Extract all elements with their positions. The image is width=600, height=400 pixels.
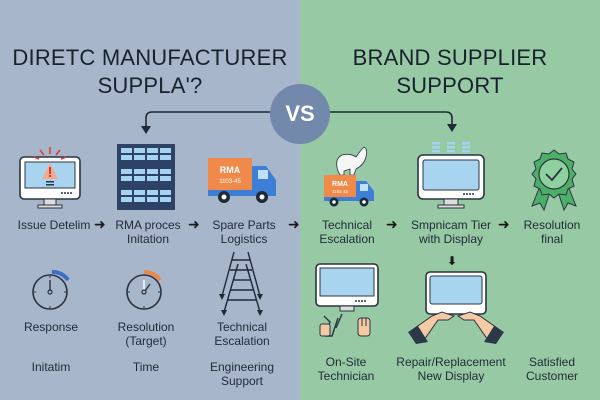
flow-arrow-icon: ➜ — [188, 216, 200, 232]
label-line: Resolution — [117, 320, 175, 334]
label-line: Escalation — [319, 232, 375, 246]
ladder-icon — [219, 251, 263, 316]
right-title-line1: BRAND SUPPLIER — [352, 45, 548, 70]
flow-arrow-icon: ➜ — [288, 216, 300, 232]
monitor-signal-icon — [417, 142, 485, 209]
label-line: with Display — [418, 232, 484, 246]
svg-text:1103-45: 1103-45 — [219, 179, 241, 185]
award-badge-icon — [531, 149, 577, 212]
flow-arrow-icon: ➜ — [386, 216, 398, 232]
down-arrow-icon: ⬇ — [447, 254, 458, 268]
monitor-tools-icon — [315, 263, 379, 337]
label-line: Support — [220, 374, 264, 388]
label-line: Satisfied — [528, 355, 576, 369]
svg-text:RMA: RMA — [332, 181, 348, 188]
label-line: (Target) — [125, 334, 167, 348]
label-repair-replacement: Repair/Replacement New Display — [392, 355, 510, 383]
vs-badge: VS — [270, 84, 330, 144]
label-response: Response — [10, 320, 92, 334]
label-line: Technical — [321, 218, 373, 232]
label-line: Smpnicam Tier — [410, 218, 492, 232]
label-line: Issue Detelim — [17, 218, 91, 232]
left-title: DIRETC MANUFACTURER SUPPLA'? — [0, 44, 300, 100]
right-title: BRAND SUPPLIER SUPPORT — [300, 44, 600, 100]
label-resolution-final: Resolution final — [516, 218, 588, 246]
label-line: Engineering — [209, 360, 275, 374]
right-title-line2: SUPPORT — [396, 73, 504, 98]
label-line: Customer — [525, 369, 578, 383]
label-line: Initation — [126, 232, 170, 246]
delivery-truck-icon: RMA 1103-45 — [208, 158, 276, 203]
hands-display-icon — [408, 271, 504, 344]
label-resolution-target: Resolution (Target) — [104, 320, 188, 348]
label-onsite-technician: On-Site Technician — [304, 355, 388, 383]
flow-arrow-icon: ➜ — [498, 216, 510, 232]
label-technical-escalation: Technical Escalation — [312, 218, 382, 246]
label-line: Time — [132, 360, 160, 374]
label-line: Escalation — [214, 334, 270, 348]
left-title-line1: DIRETC MANUFACTURER — [12, 45, 288, 70]
label-line: Technical — [216, 320, 268, 334]
label-engineering-support: Engineering Support — [200, 360, 284, 388]
flow-arrow-icon: ➜ — [94, 216, 106, 232]
left-title-line2: SUPPLA'? — [97, 73, 203, 98]
stopwatch-icon — [32, 269, 70, 310]
label-satisfied-customer: Satisfied Customer — [514, 355, 590, 383]
label-spare-parts: Spare Parts Logistics — [206, 218, 282, 246]
label-line: On-Site — [325, 355, 367, 369]
monitor-alert-icon — [19, 147, 81, 209]
label-line: Technician — [317, 369, 375, 383]
label-line: New Display — [417, 369, 485, 383]
stopwatch-icon — [126, 269, 162, 310]
label-line: Response — [23, 320, 79, 334]
label-initiation: Initatim — [10, 360, 92, 374]
label-line: Spare Parts — [212, 218, 276, 232]
svg-text:1162 45: 1162 45 — [332, 189, 348, 194]
label-line: RMA proces — [115, 218, 181, 232]
label-tier-display: Smpnicam Tier with Display — [406, 218, 496, 246]
label-line: Resolution — [523, 218, 581, 232]
label-rma-process: RMA proces Initation — [110, 218, 186, 246]
label-line: Logistics — [220, 232, 268, 246]
truck-with-animal-icon: RMA 1162 45 — [324, 146, 374, 207]
label-issue-detection: Issue Detelim — [12, 218, 96, 232]
label-line: Initatim — [31, 360, 71, 374]
label-line: Repair/Replacement — [396, 355, 506, 369]
label-line: final — [540, 232, 563, 246]
svg-text:RMA: RMA — [220, 165, 241, 175]
storage-rack-icon — [117, 144, 175, 210]
label-technical-escalation-bottom: Technical Escalation — [200, 320, 284, 348]
label-time: Time — [104, 360, 188, 374]
